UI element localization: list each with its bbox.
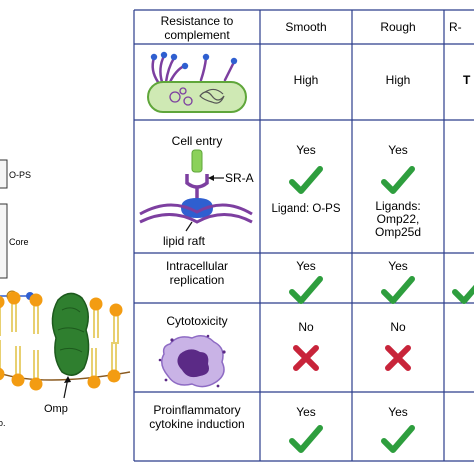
receptor-cup: [185, 174, 209, 189]
cell-entry-rough-note-3: Omp25d: [375, 225, 421, 239]
ops-label: O-PS: [9, 170, 31, 180]
proinflammatory-smooth: Yes: [296, 405, 316, 419]
proinflammatory-label-line2: cytokine induction: [149, 417, 244, 431]
bacterium-icon: [147, 81, 247, 113]
lipid-raft-label: lipid raft: [163, 234, 206, 248]
lipid-head: [11, 373, 25, 387]
cross-icon: [388, 348, 408, 368]
cytotoxicity-label: Cytotoxicity: [166, 314, 227, 328]
cross-icon: [296, 348, 316, 368]
replication-label-line2: replication: [170, 273, 225, 287]
lipid-head: [29, 293, 43, 307]
left-panel: O-PS Core P Omp o.: [0, 159, 131, 428]
cell-entry-label: Cell entry: [172, 134, 223, 148]
check-icon: [292, 428, 320, 450]
header-resistance-line2: complement: [164, 28, 230, 42]
proinflammatory-rough: Yes: [388, 405, 408, 419]
header-resistance-line1: Resistance to: [161, 14, 234, 28]
proinflammatory-label-line1: Proinflammatory: [153, 403, 240, 417]
lps-chains-icon: [150, 51, 238, 84]
replication-smooth: Yes: [296, 259, 316, 273]
cell-entry-smooth-note: Ligand: O-PS: [271, 203, 340, 215]
resistance-smooth: High: [294, 73, 319, 87]
header-r-partial: R-: [449, 20, 462, 34]
lipid-head: [0, 367, 5, 381]
omp-protein-icon: [51, 292, 90, 376]
check-icon: [455, 279, 474, 301]
header-smooth: Smooth: [285, 20, 326, 34]
lipid-head: [89, 297, 103, 311]
omp-label: Omp: [44, 403, 68, 415]
check-icon: [384, 279, 412, 301]
partial-label: o.: [0, 418, 6, 428]
cell-entry-rough-note-1: Ligands:: [375, 199, 420, 213]
core-label: Core: [9, 237, 29, 247]
table-grid: [133, 9, 474, 462]
check-icon: [292, 279, 320, 301]
resistance-rough: High: [386, 73, 411, 87]
replication-label-line1: Intracellular: [166, 259, 228, 273]
core-block: [0, 203, 8, 279]
sr-a-label: SR-A: [225, 171, 254, 185]
lipid-bilayer: [0, 291, 131, 391]
replication-rough: Yes: [388, 259, 408, 273]
ops-block: [0, 159, 8, 189]
check-icon: [384, 428, 412, 450]
cytotoxicity-smooth: No: [298, 320, 314, 334]
cell-entry-smooth: Yes: [296, 143, 316, 157]
lipid-head: [109, 303, 123, 317]
check-icon: [292, 169, 320, 191]
ligand-icon: [191, 149, 203, 173]
lipid-head: [87, 375, 101, 389]
membrane-receptor-icon: [139, 149, 253, 232]
lipid-head: [7, 291, 21, 305]
lipid-head: [0, 295, 5, 309]
lipid-head: [29, 377, 43, 391]
header-rough: Rough: [380, 20, 415, 34]
cell-entry-rough-note-2: Omp22,: [377, 212, 420, 226]
check-icon: [384, 169, 412, 191]
cytotoxicity-rough: No: [390, 320, 406, 334]
cell-entry-rough: Yes: [388, 143, 408, 157]
cell-icon: [158, 334, 226, 388]
resistance-cut: T: [463, 73, 471, 87]
lipid-head: [107, 369, 121, 383]
